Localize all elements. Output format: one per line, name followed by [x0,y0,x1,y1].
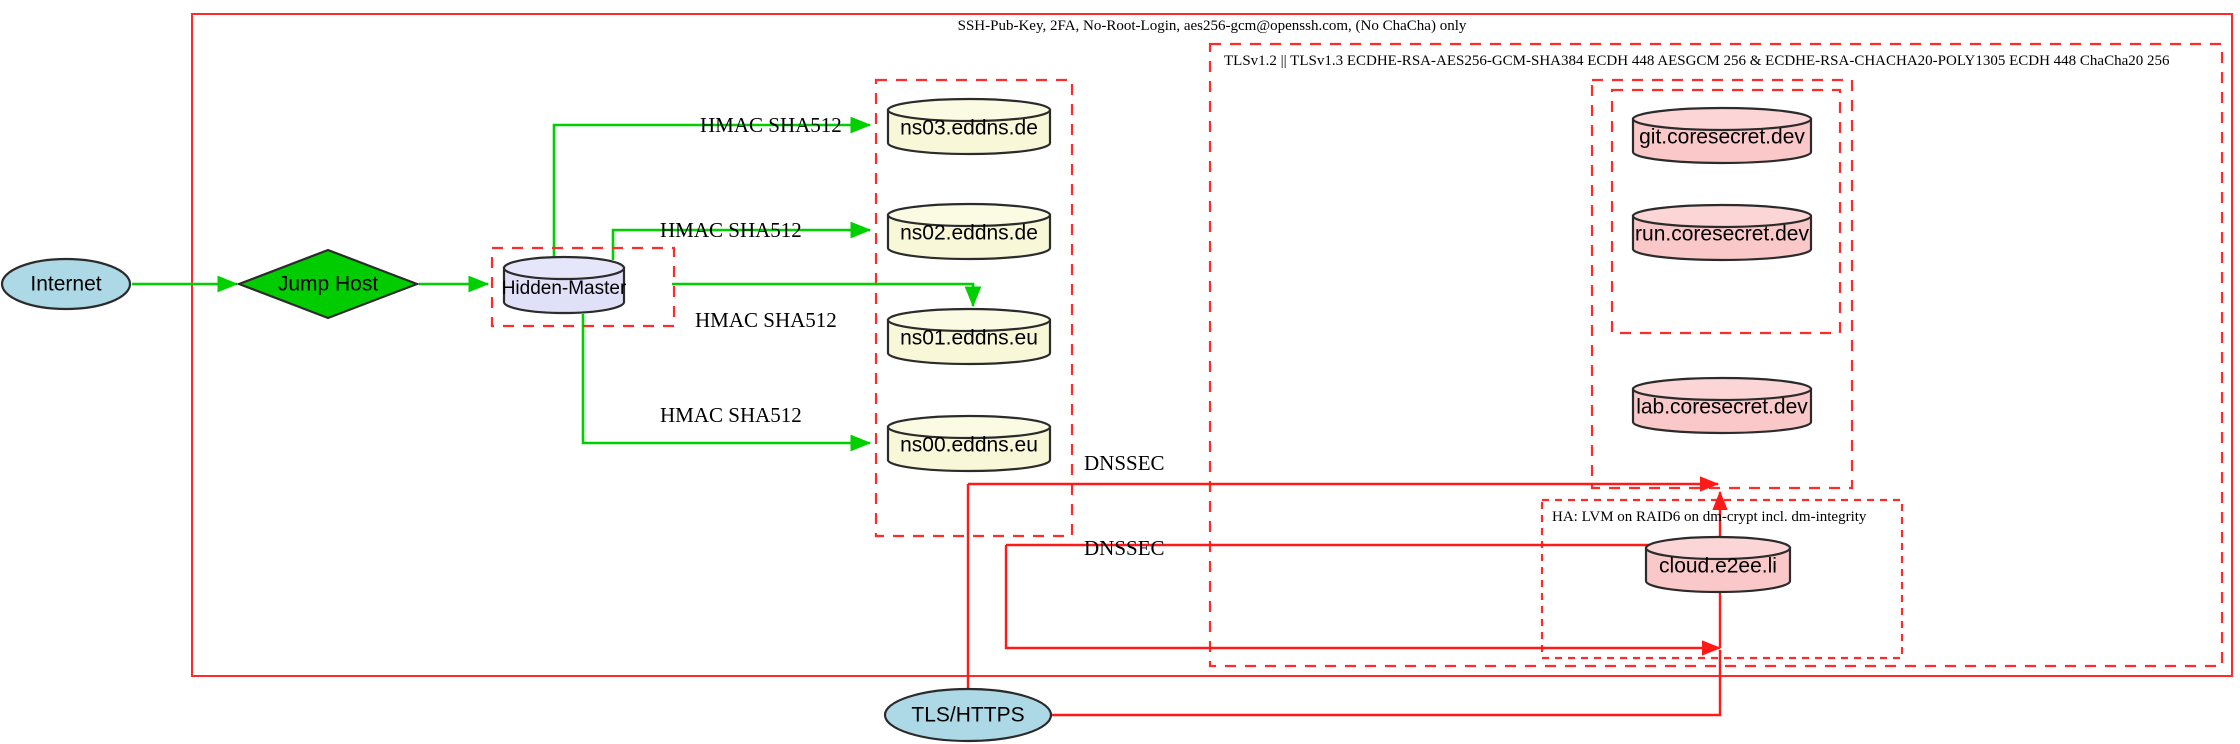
dns-cluster-box [874,78,1074,538]
node-ns01[interactable]: ns01.eddns.eu [886,307,1052,366]
node-run-coresecret-label: run.coresecret.dev [1635,223,1809,246]
edge-hiddenmaster-ns00 [581,314,872,452]
node-ns01-label: ns01.eddns.eu [900,327,1038,350]
node-ns03-label: ns03.eddns.de [900,117,1038,140]
outer-ssh-boundary [191,13,2233,677]
node-jump-host[interactable]: Jump Host [235,248,421,320]
ha-cluster-label: HA: LVM on RAID6 on dm-crypt incl. dm-in… [1552,509,1867,525]
node-tls-https[interactable]: TLS/HTTPS [883,687,1053,743]
node-git-coresecret[interactable]: git.coresecret.dev [1631,106,1813,165]
edge-hiddenmaster-ns03 [552,116,872,260]
edge-dnssec-lower-riser [1004,545,1722,656]
edge-label-hmac-ns01: HMAC SHA512 [695,308,837,332]
node-lab-coresecret[interactable]: lab.coresecret.dev [1631,376,1813,435]
node-ns02-label: ns02.eddns.de [900,222,1038,245]
node-ns02[interactable]: ns02.eddns.de [886,202,1052,261]
edge-label-hmac-ns03: HMAC SHA512 [700,113,842,137]
node-internet-label: Internet [30,273,101,296]
node-hidden-master-label: Hidden-Master [502,278,627,299]
edge-hiddenmaster-ns01 [672,282,982,308]
edge-tlshttps-right [1050,650,1722,717]
node-ns03[interactable]: ns03.eddns.de [886,97,1052,156]
node-lab-coresecret-label: lab.coresecret.dev [1636,396,1808,419]
node-git-coresecret-label: git.coresecret.dev [1639,126,1805,149]
coresecret-outer-box [1590,78,1854,490]
edge-label-dnssec-upper: DNSSEC [1084,451,1165,475]
node-tls-https-label: TLS/HTTPS [911,704,1024,727]
node-cloud-e2ee[interactable]: cloud.e2ee.li [1644,535,1792,594]
tls-cluster-box [1208,42,2224,668]
edge-label-hmac-ns02: HMAC SHA512 [660,218,802,242]
node-ns00-label: ns00.eddns.eu [900,434,1038,457]
edge-label-dnssec-lower: DNSSEC [1084,536,1165,560]
node-ns00[interactable]: ns00.eddns.eu [886,414,1052,473]
edge-hiddenmaster-ns02 [611,221,872,260]
node-internet[interactable]: Internet [0,257,132,311]
node-hidden-master[interactable]: Hidden-Master [502,255,627,315]
node-cloud-e2ee-label: cloud.e2ee.li [1659,555,1777,578]
tls-cluster-label: TLSv1.2 || TLSv1.3 ECDHE-RSA-AES256-GCM-… [1224,53,2170,69]
node-jump-host-label: Jump Host [278,273,379,296]
outer-frame-label: SSH-Pub-Key, 2FA, No-Root-Login, aes256-… [958,18,1467,34]
node-run-coresecret[interactable]: run.coresecret.dev [1631,203,1813,262]
hidden-master-box [490,246,676,328]
edge-label-hmac-ns00: HMAC SHA512 [660,403,802,427]
coresecret-inner-box [1610,88,1842,335]
